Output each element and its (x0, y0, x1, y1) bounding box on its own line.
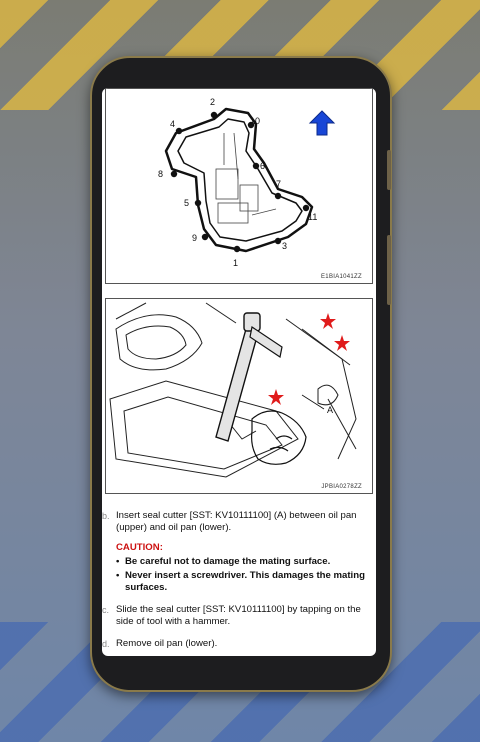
step-marker: c. (102, 605, 110, 615)
bolt-label-4: 4 (170, 119, 175, 129)
seal-cutter-tool (215, 312, 283, 442)
step-marker: d. (102, 639, 110, 649)
bolt-label-3: 3 (282, 241, 287, 251)
bolt-label-1: 1 (233, 258, 238, 268)
seal-cutter-illustration: A (109, 302, 357, 478)
hand (251, 410, 307, 465)
oil-pan-diagram: 1 2 3 4 5 6 7 8 9 10 11 (158, 97, 317, 268)
bolt-number-labels: 1 2 3 4 5 6 7 8 9 10 11 (158, 97, 317, 268)
figure-seal-cutter: A JPBIA0278ZZ (105, 298, 373, 494)
step-text: Remove oil pan (lower). (116, 638, 218, 649)
bolt-label-2: 2 (210, 97, 215, 107)
step-marker: b. (102, 511, 110, 521)
step-text: Insert seal cutter [SST: KV10111100] (A)… (116, 510, 357, 533)
bolt-label-11: 11 (308, 212, 317, 222)
bolt-label-6: 6 (260, 161, 265, 171)
up-arrow-icon[interactable] (308, 109, 336, 137)
red-stars (268, 313, 350, 405)
caution-item-text: Be careful not to damage the mating surf… (125, 556, 331, 567)
bolt-label-8: 8 (158, 169, 163, 179)
bolt-label-10: 10 (250, 116, 260, 126)
phone-side-button (387, 150, 391, 190)
bolt-label-9: 9 (192, 233, 197, 243)
step-text: Slide the seal cutter [SST: KV10111100] … (116, 604, 361, 627)
figure-2-code: JPBIA0278ZZ (321, 484, 362, 490)
bolt-label-5: 5 (184, 198, 189, 208)
callout-a: A (327, 405, 333, 415)
manual-page[interactable]: 1 2 3 4 5 6 7 8 9 10 11 E1BIA1041ZZ (102, 88, 376, 656)
caution-item-text: Never insert a screwdriver. This damages… (125, 570, 365, 593)
caution-label: CAUTION: (116, 542, 163, 553)
figure-1-code: E1BIA1041ZZ (321, 274, 362, 280)
bolt-points (170, 111, 310, 253)
figure-bolt-sequence: 1 2 3 4 5 6 7 8 9 10 11 E1BIA1041ZZ (105, 88, 373, 284)
bolt-label-7: 7 (276, 179, 281, 189)
phone-volume-button (387, 235, 391, 305)
